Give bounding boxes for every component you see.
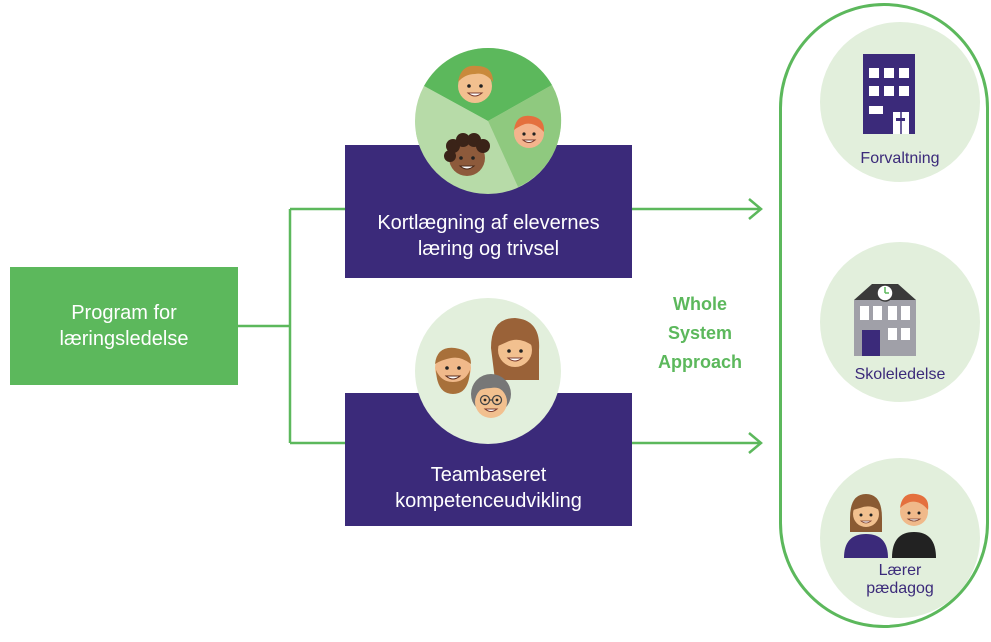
level-school: Skoleledelse bbox=[820, 242, 980, 402]
level-admin: Forvaltning bbox=[820, 22, 980, 182]
program-box: Program for læringsledelse bbox=[10, 267, 238, 385]
mapping-label-line2: læring og trivsel bbox=[417, 238, 560, 260]
team-label-line1: Teambaseret bbox=[430, 464, 547, 486]
approach-line2: System bbox=[667, 323, 733, 343]
approach-line1: Whole bbox=[673, 294, 727, 314]
level-staff-label-line2: pædagog bbox=[866, 580, 934, 597]
office-building-icon bbox=[863, 54, 915, 134]
levels-container bbox=[779, 3, 989, 628]
team-label-line2: kompetenceudvikling bbox=[395, 490, 582, 512]
program-label-line1: Program for bbox=[71, 302, 177, 324]
level-staff-label: Lærer pædagog bbox=[820, 562, 980, 598]
mapping-label-line1: Kortlægning af elevernes bbox=[377, 212, 600, 234]
students-pie-icon bbox=[415, 47, 562, 194]
level-staff-label-line1: Lærer bbox=[878, 562, 922, 579]
program-label-line2: læringsledelse bbox=[59, 328, 189, 350]
level-staff: Lærer pædagog bbox=[820, 458, 980, 618]
school-building-icon bbox=[854, 284, 916, 356]
level-admin-label: Forvaltning bbox=[860, 150, 940, 167]
whole-system-approach-label: Whole System Approach bbox=[640, 290, 760, 377]
mapping-box: Kortlægning af elevernes læring og trivs… bbox=[345, 145, 632, 278]
teacher-pedagogue-icon bbox=[844, 493, 936, 558]
approach-line3: Approach bbox=[657, 352, 742, 372]
level-school-label: Skoleledelse bbox=[854, 366, 946, 383]
team-adults-icon bbox=[415, 298, 561, 444]
